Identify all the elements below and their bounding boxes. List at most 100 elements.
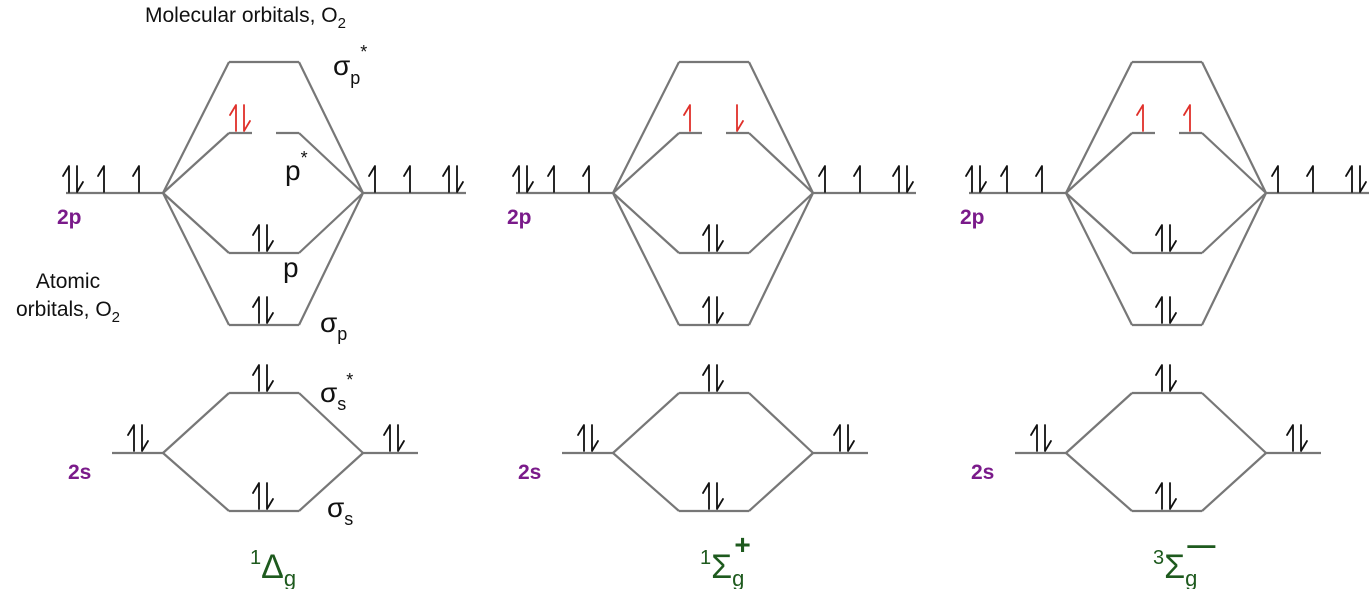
connector-sigma-s-star-left bbox=[612, 392, 680, 454]
connector-sigma-s-right bbox=[748, 452, 814, 512]
term-multiplicity: 1 bbox=[700, 547, 711, 569]
electron-pi-down bbox=[716, 224, 724, 252]
term-subscript: g bbox=[732, 566, 744, 589]
electron-2p-left-2 bbox=[1000, 165, 1008, 193]
electron-sigma-p-up bbox=[1155, 296, 1163, 324]
label-sigma-s: σs bbox=[327, 492, 353, 529]
electron-sigma-s-star-down bbox=[266, 364, 274, 392]
term-letter: Δ bbox=[261, 548, 284, 586]
connector-sigma-p-star-left bbox=[612, 61, 680, 194]
connector-sigma-p-right bbox=[748, 192, 814, 326]
electron-2p-right-3-down bbox=[456, 165, 464, 193]
electron-2p-right-3-up bbox=[1345, 165, 1353, 193]
term-subscript: g bbox=[284, 566, 296, 589]
connector-pi-right bbox=[298, 192, 364, 254]
connector-sigma-p-left bbox=[162, 192, 230, 326]
electron-2s-right-up bbox=[833, 424, 841, 452]
electron-pi-star-a bbox=[683, 104, 691, 132]
electron-sigma-p-down bbox=[716, 296, 724, 324]
electron-2p-right-1 bbox=[818, 165, 826, 193]
header-title: Molecular orbitals, O2 bbox=[145, 4, 346, 32]
electron-2p-left-3 bbox=[582, 165, 590, 193]
electron-2p-left-1-up bbox=[512, 165, 520, 193]
term-superscript: — bbox=[1187, 529, 1215, 560]
term-symbol: 3Σg— bbox=[1153, 529, 1215, 589]
connector-sigma-s-star-right bbox=[748, 392, 814, 454]
electron-sigma-p-up bbox=[252, 296, 260, 324]
electron-2p-right-2 bbox=[403, 165, 411, 193]
electron-2s-left-down bbox=[1044, 424, 1052, 452]
connector-sigma-p-star-right bbox=[748, 61, 814, 194]
electron-2p-left-1-up bbox=[62, 165, 70, 193]
connector-pi-left bbox=[612, 192, 680, 254]
connector-pi-right bbox=[1201, 192, 1267, 254]
electron-pi-star-a bbox=[1136, 104, 1144, 132]
connector-sigma-s-left bbox=[1065, 452, 1133, 512]
electron-sigma-p-down bbox=[1169, 296, 1177, 324]
electron-sigma-s-up bbox=[252, 482, 260, 510]
electron-sigma-s-star-down bbox=[716, 364, 724, 392]
electron-2s-right-down bbox=[397, 424, 405, 452]
electron-2p-left-1-down bbox=[979, 165, 987, 193]
electron-sigma-s-down bbox=[1169, 482, 1177, 510]
connector-sigma-p-star-left bbox=[162, 61, 230, 194]
connector-sigma-s-star-right bbox=[298, 392, 364, 454]
electron-2s-left-up bbox=[1030, 424, 1038, 452]
connector-sigma-s-star-left bbox=[162, 392, 230, 454]
electron-sigma-s-up bbox=[702, 482, 710, 510]
electron-2s-right-up bbox=[1286, 424, 1294, 452]
connector-sigma-p-left bbox=[1065, 192, 1133, 326]
electron-sigma-s-down bbox=[266, 482, 274, 510]
electron-pi-star-b bbox=[736, 104, 744, 132]
electron-pi-up bbox=[702, 224, 710, 252]
electron-2p-right-3-up bbox=[442, 165, 450, 193]
connector-pi-star-right bbox=[1201, 132, 1267, 194]
electron-2s-left-up bbox=[127, 424, 135, 452]
electron-2s-right-down bbox=[847, 424, 855, 452]
connector-sigma-s-right bbox=[1201, 452, 1267, 512]
connector-pi-star-right bbox=[748, 132, 814, 194]
atomic-label-2s: 2s bbox=[518, 461, 541, 484]
connector-pi-right bbox=[748, 192, 814, 254]
connector-sigma-p-star-left bbox=[1065, 61, 1133, 194]
electron-2p-right-1 bbox=[368, 165, 376, 193]
electron-2p-left-3 bbox=[132, 165, 140, 193]
atomic-label-2p: 2p bbox=[57, 206, 82, 229]
electron-sigma-p-down bbox=[266, 296, 274, 324]
connector-sigma-p-left bbox=[612, 192, 680, 326]
electron-pi-up bbox=[252, 224, 260, 252]
atomic-orbitals-label-line2: orbitals, O2 bbox=[16, 298, 120, 326]
electron-2s-left-down bbox=[591, 424, 599, 452]
electron-pi-star-a-up bbox=[229, 104, 237, 132]
connector-pi-star-left bbox=[162, 132, 230, 194]
label-pi-star: p* bbox=[285, 148, 308, 186]
atomic-label-2p: 2p bbox=[507, 206, 532, 229]
atomic-orbitals-label-line1: Atomic bbox=[36, 270, 100, 293]
label-sigma-p: σp bbox=[320, 307, 347, 344]
connector-sigma-s-star-left bbox=[1065, 392, 1133, 454]
term-multiplicity: 3 bbox=[1153, 547, 1164, 569]
electron-sigma-s-star-down bbox=[1169, 364, 1177, 392]
connector-pi-star-right bbox=[298, 132, 364, 194]
connector-pi-left bbox=[1065, 192, 1133, 254]
connector-sigma-s-right bbox=[298, 452, 364, 512]
connector-pi-left bbox=[162, 192, 230, 254]
electron-2p-right-1 bbox=[1271, 165, 1279, 193]
connector-sigma-p-right bbox=[298, 192, 364, 326]
electron-pi-star-a-down bbox=[243, 104, 251, 132]
electron-pi-down bbox=[266, 224, 274, 252]
electron-sigma-p-up bbox=[702, 296, 710, 324]
electron-2p-left-1-up bbox=[965, 165, 973, 193]
electron-sigma-s-up bbox=[1155, 482, 1163, 510]
atomic-label-2s: 2s bbox=[971, 461, 994, 484]
electron-2p-left-2 bbox=[547, 165, 555, 193]
electron-2s-left-down bbox=[141, 424, 149, 452]
connector-sigma-s-left bbox=[162, 452, 230, 512]
electron-2p-right-2 bbox=[853, 165, 861, 193]
electron-pi-star-b bbox=[1183, 104, 1191, 132]
electron-2p-right-3-down bbox=[906, 165, 914, 193]
